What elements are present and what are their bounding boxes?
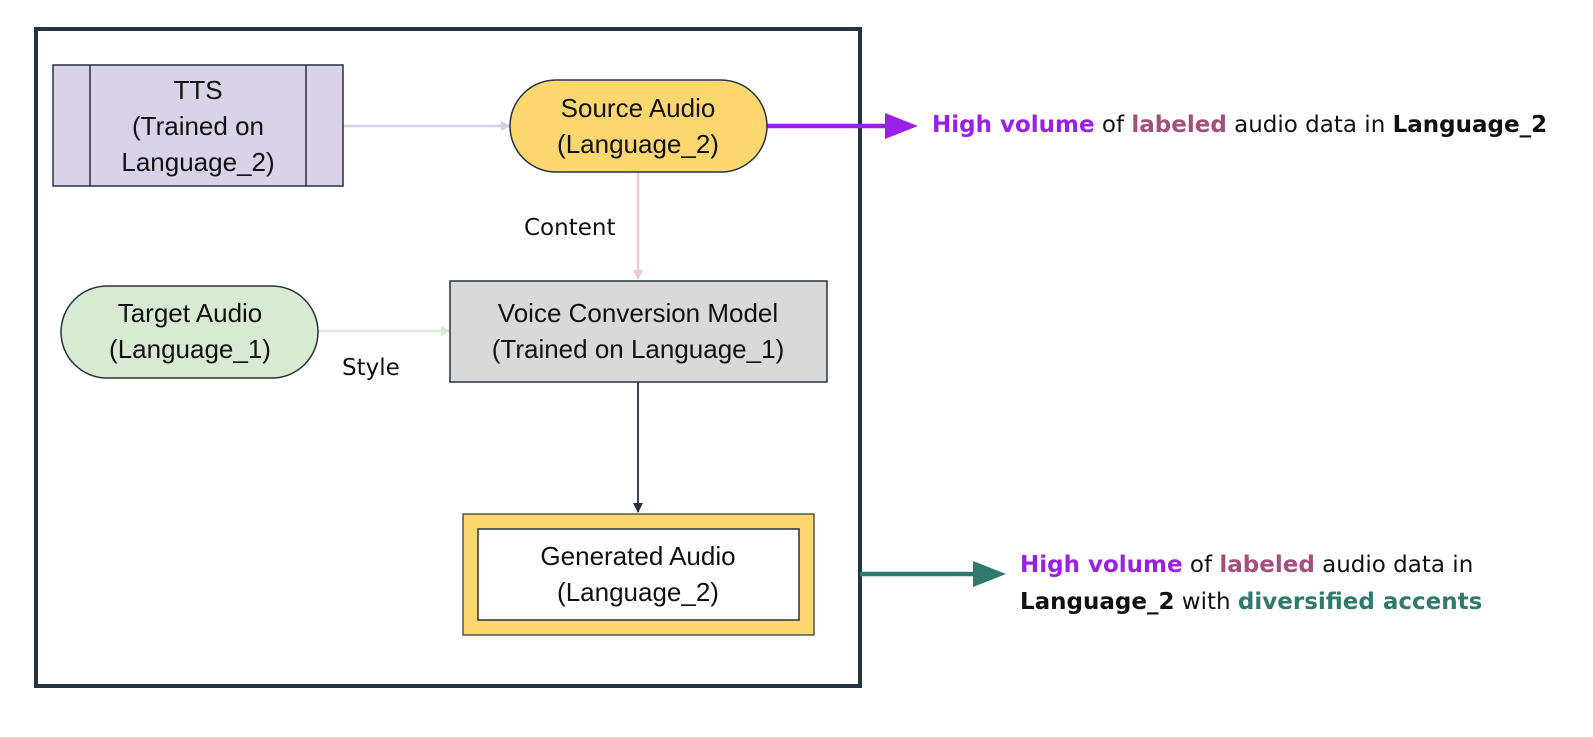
source-audio-label-line1: Source Audio xyxy=(561,93,716,123)
note-bottom-accents: diversified accents xyxy=(1237,589,1483,615)
style-edge-label: Style xyxy=(342,355,400,381)
note-top-of: of xyxy=(1094,112,1132,138)
generated-audio-label-line1: Generated Audio xyxy=(540,541,735,571)
target-audio-node: Target Audio (Language_1) xyxy=(60,285,319,379)
note-top-audio-data-in: audio data in xyxy=(1226,112,1393,138)
note-bottom-with: with xyxy=(1174,589,1238,615)
note-top-high-volume: High volume xyxy=(932,112,1095,138)
source-audio-node: Source Audio (Language_2) xyxy=(509,79,768,173)
note-top-labeled: labeled xyxy=(1131,112,1227,138)
voice-conversion-label-line1: Voice Conversion Model xyxy=(498,298,778,328)
note-bottom-audio-data-in: audio data in xyxy=(1314,552,1474,578)
note-bottom-line2: Language_2 with diversified accents xyxy=(1020,584,1482,621)
tts-label-line1: TTS xyxy=(173,75,222,105)
outer-frame xyxy=(34,27,862,688)
generated-output-note: High volume of labeled audio data in Lan… xyxy=(1020,547,1482,621)
source-audio-label-line2: (Language_2) xyxy=(557,129,719,159)
tts-label-line2: (Trained on xyxy=(132,111,264,141)
voice-conversion-node: Voice Conversion Model (Trained on Langu… xyxy=(449,280,828,383)
tts-label-line3: Language_2) xyxy=(121,147,274,177)
note-bottom-language: Language_2 xyxy=(1020,589,1175,615)
generated-audio-label-line2: (Language_2) xyxy=(557,577,719,607)
note-bottom-labeled: labeled xyxy=(1219,552,1315,578)
note-bottom-of: of xyxy=(1182,552,1220,578)
generated-audio-node: Generated Audio (Language_2) xyxy=(462,513,815,636)
tts-node: TTS (Trained on Language_2) xyxy=(52,64,344,187)
source-output-note: High volume of labeled audio data in Lan… xyxy=(932,107,1547,144)
source-output-arrowhead xyxy=(885,113,918,139)
note-top-language: Language_2 xyxy=(1392,112,1548,138)
voice-conversion-label-line2: (Trained on Language_1) xyxy=(492,334,784,364)
target-audio-label-line2: (Language_1) xyxy=(109,334,271,364)
generated-output-arrowhead xyxy=(973,561,1006,587)
content-edge-label: Content xyxy=(524,215,615,241)
note-bottom-high-volume: High volume xyxy=(1020,552,1183,578)
target-audio-label-line1: Target Audio xyxy=(118,298,263,328)
note-bottom-line1: High volume of labeled audio data in xyxy=(1020,547,1482,584)
